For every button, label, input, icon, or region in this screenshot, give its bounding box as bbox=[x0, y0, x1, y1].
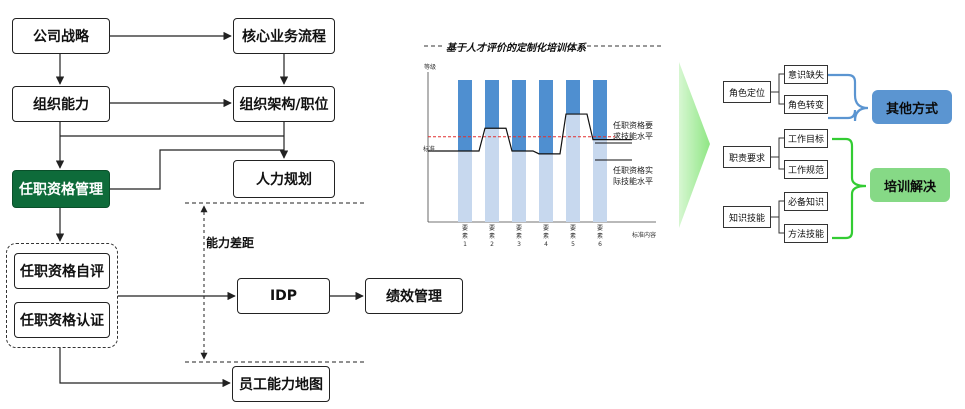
qualification-mgmt-box[interactable]: 任职资格管理 bbox=[12, 170, 110, 208]
core-process-box[interactable]: 核心业务流程 bbox=[233, 18, 335, 54]
certification-box[interactable]: 任职资格认证 bbox=[14, 302, 110, 338]
bar-lower-2 bbox=[485, 128, 499, 222]
job-requirement-box[interactable]: 职责要求 bbox=[723, 146, 771, 168]
legend-actual-line2: 际技能水平 bbox=[613, 177, 653, 186]
bar-lower-6 bbox=[593, 139, 607, 222]
self-evaluation-box[interactable]: 任职资格自评 bbox=[14, 253, 110, 289]
legend-required-line2: 求技能水平 bbox=[613, 132, 653, 141]
y-axis-label: 等级 bbox=[424, 64, 437, 71]
org-structure-box[interactable]: 组织架构/职位 bbox=[233, 86, 335, 122]
standard-label: 标准 bbox=[423, 146, 436, 153]
org-capability-box[interactable]: 组织能力 bbox=[12, 86, 110, 122]
bar-upper-5 bbox=[566, 80, 580, 115]
bar-upper-2 bbox=[485, 80, 499, 129]
green-bracket bbox=[832, 137, 867, 240]
chart-bars bbox=[458, 80, 607, 222]
bar-upper-1 bbox=[458, 80, 472, 151]
other-ways-pill[interactable]: 其他方式 bbox=[872, 90, 952, 124]
bar-lower-1 bbox=[458, 151, 472, 222]
bar-upper-3 bbox=[512, 80, 526, 151]
big-right-arrow bbox=[679, 62, 710, 228]
role-change-box[interactable]: 角色转变 bbox=[784, 95, 828, 114]
gap-indicator bbox=[185, 202, 365, 363]
chart-title: 基于人才评价的定制化培训体系 bbox=[446, 43, 586, 54]
company-strategy-box[interactable]: 公司战略 bbox=[12, 18, 110, 54]
training-solution-pill[interactable]: 培训解决 bbox=[870, 168, 950, 202]
knowledge-skill-box[interactable]: 知识技能 bbox=[723, 206, 771, 228]
actual-skill-line bbox=[428, 113, 632, 155]
work-goal-box[interactable]: 工作目标 bbox=[784, 129, 828, 148]
bar-upper-4 bbox=[539, 80, 553, 154]
performance-box[interactable]: 绩效管理 bbox=[365, 278, 463, 314]
hr-planning-box[interactable]: 人力规划 bbox=[233, 160, 335, 198]
bar-lower-4 bbox=[539, 153, 553, 222]
self-eval-cert-group bbox=[6, 243, 118, 348]
role-position-box[interactable]: 角色定位 bbox=[723, 81, 771, 103]
legend-required-line1: 任职资格要 bbox=[613, 121, 653, 130]
bar-lower-3 bbox=[512, 151, 526, 222]
blue-bracket bbox=[828, 73, 869, 122]
legend-actual-line1: 任职资格实 bbox=[613, 166, 653, 175]
capability-gap-label: 能力差距 bbox=[206, 236, 255, 250]
method-skill-box[interactable]: 方法技能 bbox=[784, 224, 828, 243]
must-know-box[interactable]: 必备知识 bbox=[784, 192, 828, 211]
work-norm-box[interactable]: 工作规范 bbox=[784, 160, 828, 179]
x-axis-label: 标准内容 bbox=[632, 232, 657, 239]
tree-connectors bbox=[771, 73, 784, 234]
idp-box[interactable]: IDP bbox=[237, 278, 330, 314]
awareness-gap-box[interactable]: 意识缺失 bbox=[784, 65, 828, 84]
flow-connectors bbox=[55, 31, 364, 388]
bar-upper-6 bbox=[593, 80, 607, 140]
capability-map-box[interactable]: 员工能力地图 bbox=[232, 366, 330, 402]
bar-lower-5 bbox=[566, 114, 580, 222]
